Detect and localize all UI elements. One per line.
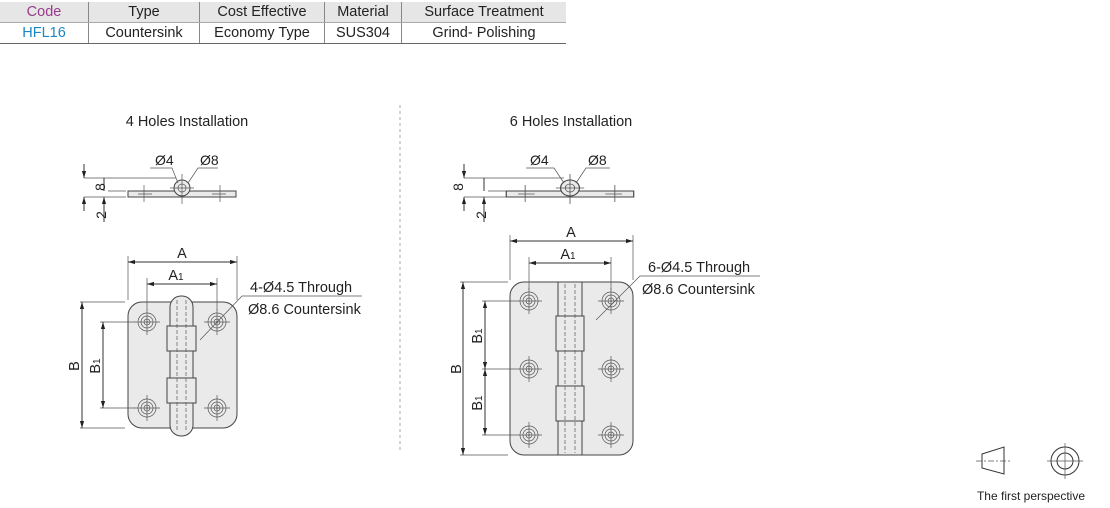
header-cost: Cost Effective [199, 2, 325, 23]
left-dim-8: 8 [92, 183, 108, 191]
right-dim-B1-top: B1 [470, 328, 486, 344]
table-row: HFL16 Countersink Economy Type SUS304 Gr… [0, 22, 566, 44]
right-knuckle [557, 281, 583, 456]
left-dia-pin: Ø4 [155, 152, 174, 168]
right-dim-A1: A1 [560, 247, 576, 263]
left-drawing: 4 Holes Installation Ø4 Ø8 8 2 A A1 B B1… [67, 114, 362, 437]
left-dia-knuckle: Ø8 [200, 152, 219, 168]
right-dim-8: 8 [450, 183, 466, 191]
left-side-view [127, 173, 237, 205]
projection-label: The first perspective [977, 489, 1085, 503]
header-type: Type [88, 2, 200, 23]
left-knuckle [169, 295, 194, 437]
right-dim-B1-bottom: B1 [470, 395, 486, 411]
first-angle-projection-icon [976, 443, 1083, 479]
right-drawing: 6 Holes Installation Ø4 Ø8 8 2 A A1 B B1… [449, 114, 760, 456]
cell-type: Countersink [88, 22, 200, 44]
header-surface: Surface Treatment [401, 2, 566, 23]
left-dim-2: 2 [93, 211, 109, 219]
right-callout-through: 6-Ø4.5 Through [648, 260, 750, 276]
left-callout-countersink: Ø8.6 Countersink [248, 302, 362, 318]
left-dim-B: B [67, 361, 83, 371]
right-dia-knuckle: Ø8 [588, 152, 607, 168]
cell-cost: Economy Type [199, 22, 325, 44]
right-dim-2: 2 [473, 211, 489, 219]
right-dia-pin: Ø4 [530, 152, 549, 168]
header-material: Material [324, 2, 402, 23]
right-title: 6 Holes Installation [510, 114, 633, 130]
cell-code: HFL16 [0, 22, 89, 44]
spec-table: Code Type Cost Effective Material Surfac… [0, 2, 566, 44]
right-side-view [505, 173, 635, 205]
header-code: Code [0, 2, 89, 23]
right-dim-B: B [449, 364, 465, 374]
table-header-row: Code Type Cost Effective Material Surfac… [0, 2, 566, 23]
left-title: 4 Holes Installation [126, 114, 249, 130]
left-dim-A1: A1 [168, 268, 184, 284]
right-dim-A: A [566, 225, 576, 241]
left-dim-B1: B1 [88, 358, 104, 374]
cell-material: SUS304 [324, 22, 402, 44]
left-callout-through: 4-Ø4.5 Through [250, 280, 352, 296]
left-dim-A: A [177, 246, 187, 262]
right-callout-countersink: Ø8.6 Countersink [642, 282, 756, 298]
cell-surface: Grind- Polishing [401, 22, 566, 44]
